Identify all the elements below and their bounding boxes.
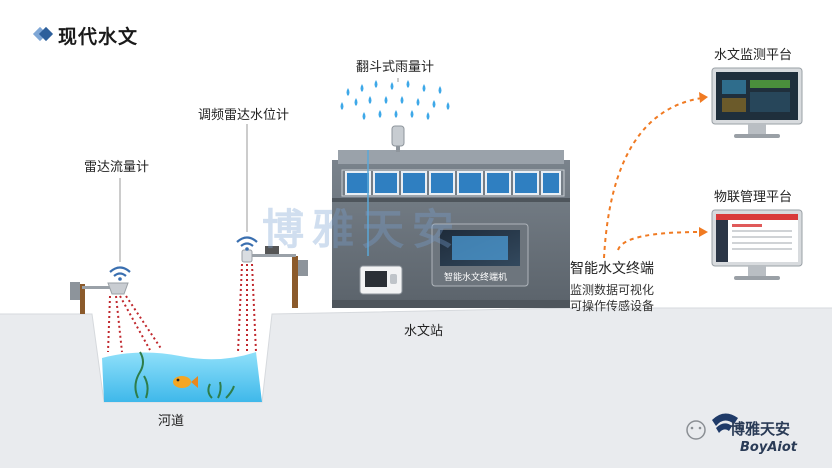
label-terminal: 智能水文终端 [570,261,654,277]
radar-flow-meter [70,282,129,314]
ground [0,308,832,468]
brand-name: 博雅天安 [730,420,791,438]
label-rain-gauge: 翻斗式雨量计 [356,60,435,75]
radar-level-gauge [241,246,308,308]
label-terminal-panel: 智能水文终端机 [444,273,508,283]
watermark: 博雅天安 [262,205,463,254]
label-terminal-desc-2: 可操作传感设备 [570,299,655,313]
radar-flow-beams [107,295,163,353]
station-building [332,125,570,308]
label-radar-flow: 雷达流量计 [84,160,150,175]
label-river: 河道 [158,414,185,429]
label-monitoring-platform: 水文监测平台 [714,48,793,63]
raindrops-icon [340,80,450,120]
page-title: 现代水文 [58,26,139,48]
monitor-iot-platform [711,209,803,280]
label-station: 水文站 [404,324,444,339]
radar-level-beams [237,263,257,354]
arrowhead-icon [699,92,708,237]
diamond-icon [32,26,54,42]
label-terminal-desc-1: 监测数据可视化 [570,283,655,297]
monitor-monitoring-platform [711,67,803,138]
label-iot-platform: 物联管理平台 [714,190,793,205]
brand-logo-icon [712,413,738,433]
data-flow-arrows [603,97,703,259]
fish-icon [173,376,198,388]
seaweed-icon [134,351,235,399]
label-radar-level: 调频雷达水位计 [198,108,290,123]
wechat-icon [686,420,706,440]
brand-name-en: BoyAiot [740,440,797,455]
